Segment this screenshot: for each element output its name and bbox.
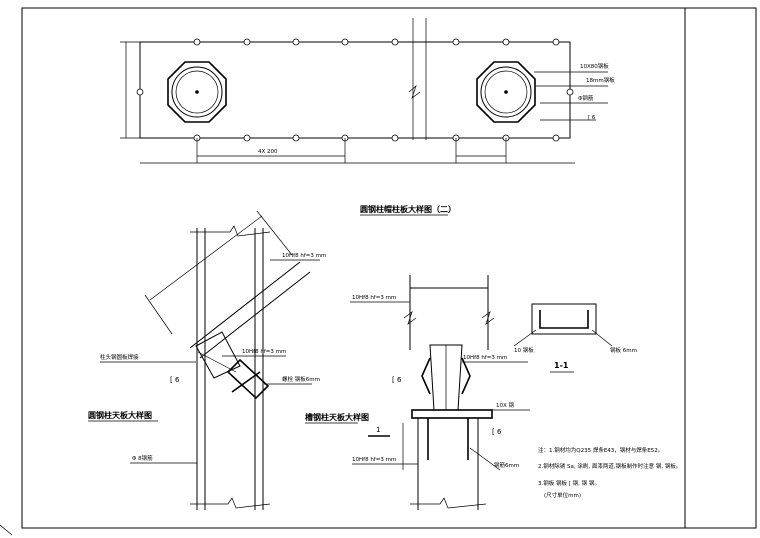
weld-label-2: 10Hf8 hf=3 mm <box>242 349 286 355</box>
channel-symbol <box>421 357 431 395</box>
drawing-border <box>21 7 757 529</box>
joint-line <box>197 351 237 373</box>
column-core-right <box>484 70 528 114</box>
section-1-1: 10 钢板 钢板 6mm 1-1 <box>513 303 637 373</box>
note-line: 3.钢板 钢板 [ 钢, 钢 钢。 <box>538 479 600 487</box>
left-detail: 10Hf8 hf=3 mm 柱头钢圆板焊接 10Hf8 hf=3 mm [ 6 … <box>88 210 326 510</box>
center-dot-left <box>195 90 199 94</box>
section-left-label: 10 钢板 <box>514 346 534 354</box>
dim-line <box>144 294 173 335</box>
section-title: 1-1 <box>554 361 569 370</box>
bolt-hole <box>566 88 574 96</box>
plate-label: 10X 钢 <box>496 401 515 409</box>
channel-label-1: [ 6 <box>392 376 402 384</box>
break-symbol <box>410 497 487 509</box>
joint-label: 柱头钢圆板焊接 <box>100 353 139 361</box>
center-dot-right <box>504 90 508 94</box>
note-line: 注：1.钢材均为Q235 焊条E43，钢材与焊条E52。 <box>538 446 663 454</box>
rod-label: Φ 8钢筋 <box>132 454 153 462</box>
break-symbol <box>190 225 271 237</box>
section-mark: 1 <box>376 426 380 434</box>
notes: 注：1.钢材均为Q235 焊条E43，钢材与焊条E52。 2.钢材除锈 Sa, … <box>538 446 681 499</box>
column-pipe-left <box>171 66 223 118</box>
column-core-left <box>175 70 219 114</box>
dim-label: 4X 200 <box>258 149 278 155</box>
channel-line <box>231 371 261 393</box>
dim-line <box>256 210 293 256</box>
break-symbol <box>481 311 495 325</box>
column-pipe-right <box>480 66 532 118</box>
corner-mark <box>0 524 13 536</box>
right-detail: 10Hf8 hf=3 mm 1 10Hf8 hf=3 mm [ 6 10X 钢 … <box>305 275 530 510</box>
channel-profile <box>539 310 589 329</box>
bolt-label: 螺栓 钢板6mm <box>282 375 320 383</box>
leader-line <box>469 447 501 471</box>
rod-label: Φ钢筋 <box>578 94 594 102</box>
leader-line <box>513 329 537 347</box>
weld-label: 10Hf8 hf=3 mm <box>282 253 326 259</box>
section-outline <box>531 303 597 335</box>
right-title: 槽钢柱天板大样图 <box>305 412 369 422</box>
plan-view: 4X 200 10X80钢板 18mm钢板 Φ钢筋 [ 6 圆钢柱帽柱板大样图（… <box>120 18 615 216</box>
break-symbol <box>403 311 417 325</box>
column-flange-right <box>476 61 536 123</box>
channel-label: [ 6 <box>588 115 596 121</box>
channel-label: [ 6 <box>170 376 180 384</box>
note-line: 2.钢材除锈 Sa, 涂刷, 面漆两道,钢板制作时注意 钢, 钢板。 <box>538 462 681 470</box>
channel-symbol <box>461 357 471 395</box>
note-line: (尺寸单位mm) <box>544 491 581 499</box>
gap-label: 18mm钢板 <box>586 76 615 84</box>
break-symbol <box>408 84 421 99</box>
joint-plate <box>195 331 241 379</box>
leader-line <box>591 329 613 347</box>
diagonal-brace <box>189 261 301 349</box>
break-symbol <box>190 497 271 509</box>
bottom-label: 10Hf8 hf=3 mm <box>352 457 396 463</box>
bolt-hole <box>136 88 144 96</box>
left-title: 圆钢柱天板大样图 <box>88 410 152 420</box>
bolt-holes-top <box>193 38 560 46</box>
channel-section <box>226 358 270 400</box>
column-flange-left <box>167 61 227 123</box>
section-right-label: 钢板 6mm <box>610 346 637 354</box>
top-label: 10Hf8 hf=3 mm <box>352 295 396 301</box>
dim-line <box>149 215 263 301</box>
plate-label: 10X80钢板 <box>580 62 609 70</box>
weld-label: 10Hf8 hf=3 mm <box>463 355 507 361</box>
plan-title: 圆钢柱帽柱板大样图（二） <box>360 204 456 214</box>
base-plate <box>411 409 493 419</box>
channel-label-2: [ 6 <box>492 428 502 436</box>
rod-label: 钢筋6mm <box>494 461 519 469</box>
diagonal-brace <box>199 271 311 359</box>
plan-outline <box>139 41 571 139</box>
